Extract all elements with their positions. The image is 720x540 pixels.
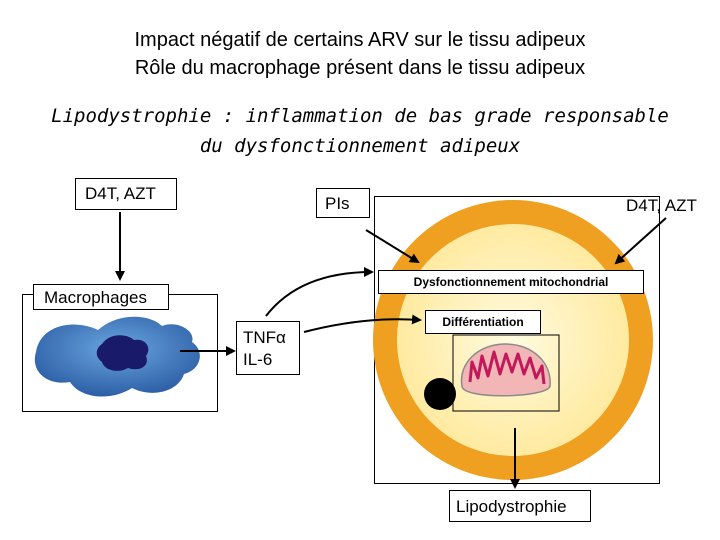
drug-label-right: D4T, AZT bbox=[626, 196, 697, 215]
adipocyte-nucleus bbox=[424, 378, 456, 410]
lipodystrophy-box: Lipodystrophie bbox=[449, 490, 591, 522]
macrophage-cell bbox=[34, 316, 200, 397]
mitochondrion bbox=[460, 343, 551, 397]
differentiation-box: Différentiation bbox=[425, 310, 541, 334]
arrow-cytokines-to-differentiation bbox=[303, 314, 422, 333]
arrow-pis-to-mito bbox=[365, 229, 420, 264]
title-line-1: Impact négatif de certains ARV sur le ti… bbox=[134, 29, 586, 51]
drug-box-left: D4T, AZT bbox=[75, 178, 177, 210]
subtitle-line-1: Lipodystrophie : inflammation de bas gra… bbox=[51, 105, 669, 127]
cytokine-tnf-alpha: TNFα bbox=[243, 328, 286, 347]
macrophages-label: Macrophages bbox=[33, 284, 169, 310]
arrow-drugs-right-to-mito bbox=[614, 217, 667, 265]
mito-dysfunction-box: Dysfonctionnement mitochondrial bbox=[378, 270, 644, 294]
title-line-2: Rôle du macrophage présent dans le tissu… bbox=[134, 57, 586, 79]
cytokine-il6: IL-6 bbox=[243, 350, 273, 369]
arrow-cytokines-to-mito bbox=[265, 267, 374, 317]
adipocyte-cell bbox=[373, 200, 653, 480]
mitochondrion-box bbox=[452, 334, 560, 412]
cytokines-box: TNFα IL-6 bbox=[236, 321, 300, 375]
pis-label: PIs bbox=[316, 188, 370, 218]
subtitle-line-2: du dysfonctionnement adipeux bbox=[199, 135, 521, 157]
